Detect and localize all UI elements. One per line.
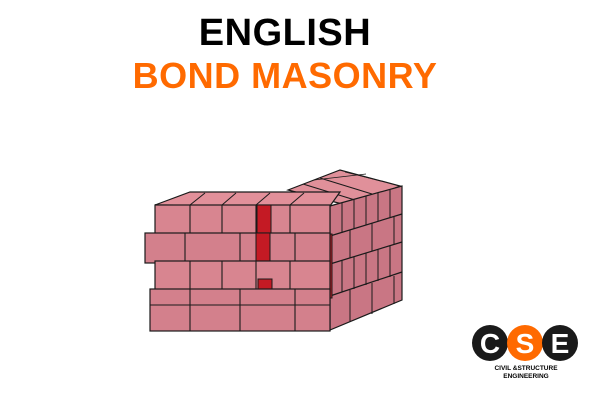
title-bond-masonry: BOND MASONRY bbox=[132, 55, 438, 96]
cse-logo: C S E CIVIL &STRUCTURE ENGINEERING bbox=[470, 322, 582, 388]
course-2 bbox=[144, 232, 331, 264]
logo-letter-s: S bbox=[516, 328, 535, 359]
front-wall-top bbox=[154, 191, 342, 207]
course-3 bbox=[154, 260, 331, 292]
return-wing bbox=[286, 169, 403, 331]
title-english: ENGLISH bbox=[198, 12, 372, 54]
highlight-brick-course-2 bbox=[255, 232, 271, 264]
cse-logo-circles: C S E bbox=[472, 325, 578, 361]
logo-letter-c: C bbox=[480, 328, 500, 359]
course-1 bbox=[154, 204, 331, 236]
highlight-brick-course-1 bbox=[256, 204, 272, 236]
logo-letter-e: E bbox=[551, 328, 570, 359]
logo-tagline-line2: ENGINEERING bbox=[503, 373, 549, 380]
logo-tagline: CIVIL &STRUCTURE ENGINEERING bbox=[470, 365, 582, 381]
logo-tagline-line1: CIVIL &STRUCTURE bbox=[494, 365, 558, 372]
front-wall bbox=[144, 191, 342, 332]
